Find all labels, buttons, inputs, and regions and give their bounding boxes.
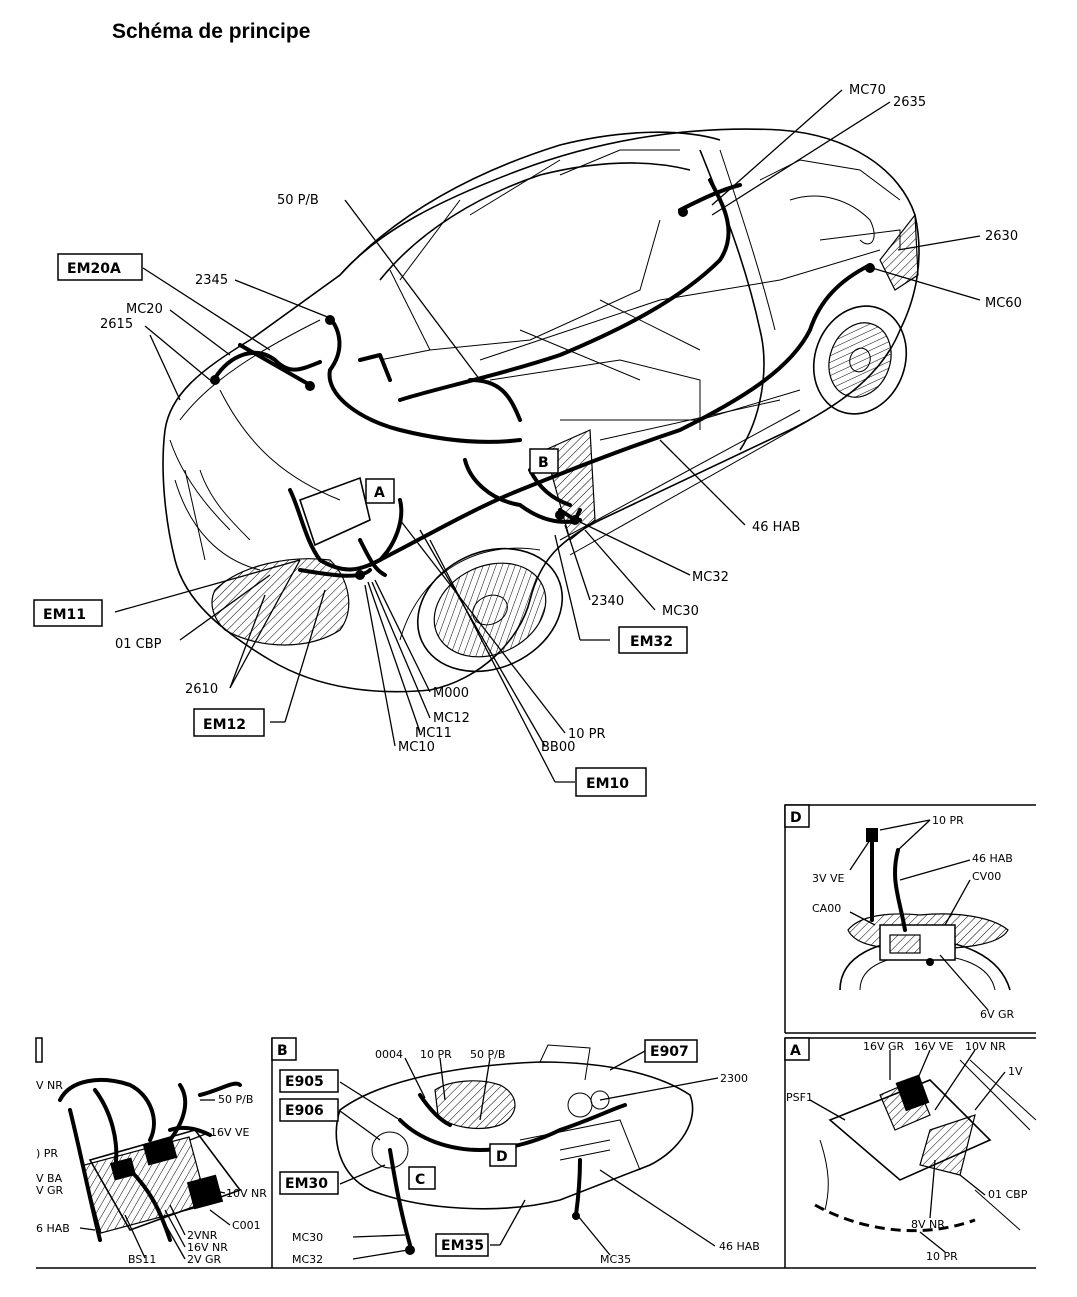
label-em11: EM11 [43, 607, 86, 623]
inset-c-label-v-ba: V BA [36, 1172, 63, 1185]
wiring-harness [210, 178, 875, 580]
label-em20a: EM20A [67, 261, 121, 277]
label-10-pr: 10 PR [568, 727, 606, 742]
inset-b-letter: B [277, 1043, 288, 1059]
label-a: A [374, 485, 385, 501]
inset-c-label-bs11: BS11 [128, 1253, 156, 1266]
box-em10 [575, 767, 647, 797]
inset-b-label-mc35: MC35 [600, 1253, 631, 1266]
label-mc11: MC11 [415, 726, 452, 741]
label-b: B [538, 455, 549, 471]
box-b [529, 448, 559, 474]
inset-b-label-mc32: MC32 [292, 1253, 323, 1266]
box-em12 [193, 708, 265, 737]
leader-lines [114, 89, 981, 783]
inset-c-label-16v-nr: 16V NR [187, 1241, 228, 1254]
inset-c-label-pr: ) PR [36, 1147, 58, 1160]
inset-a-label-psf1: PSF1 [786, 1091, 813, 1104]
page-title: Schéma de principe [112, 20, 311, 43]
inset-c-label-c001: C001 [232, 1219, 261, 1232]
inset-b-label-c: C [415, 1172, 425, 1188]
inset-b-label-d: D [496, 1149, 508, 1165]
box-em11 [33, 599, 103, 627]
label-mc70: MC70 [849, 83, 886, 98]
inset-d-label-10-pr: 10 PR [932, 814, 964, 827]
label-em10: EM10 [586, 776, 629, 792]
inset-d-label-cv00: CV00 [972, 870, 1001, 883]
label-mc32: MC32 [692, 570, 729, 585]
inset-d: D 10 PR 3V VE 46 HAB CV00 CA00 6V GR [784, 804, 1036, 1034]
inset-b-label-50-pb: 50 P/B [470, 1048, 505, 1061]
label-mc60: MC60 [985, 296, 1022, 311]
box-a [365, 478, 395, 504]
box-em20a [57, 253, 143, 281]
inset-b-label-2300: 2300 [720, 1072, 748, 1085]
inset-b-label-mc30: MC30 [292, 1231, 323, 1244]
inset-b-label-0004: 0004 [375, 1048, 403, 1061]
inset-b-letter-box [271, 1037, 297, 1061]
inset-d-letter-box [784, 804, 810, 828]
inset-b-label-e906: E906 [285, 1103, 324, 1119]
label-2630: 2630 [985, 229, 1018, 244]
inset-c-label-2v-gr: 2V GR [187, 1253, 222, 1266]
inset-b: B D C 0004 10 PR 50 [271, 1037, 760, 1266]
car-body [162, 128, 920, 693]
label-mc30: MC30 [662, 604, 699, 619]
inset-d-label-6v-gr: 6V GR [980, 1008, 1015, 1021]
inset-c-label-50-pb: 50 P/B [218, 1093, 253, 1106]
label-46-hab: 46 HAB [752, 520, 800, 535]
inset-a-label-8v-nr: 8V NR [911, 1218, 945, 1231]
label-01-cbp: 01 CBP [115, 637, 162, 652]
label-mc10: MC10 [398, 740, 435, 755]
label-2615: 2615 [100, 317, 133, 332]
bottom-strip [36, 1038, 1036, 1269]
inset-c-label-v-gr: V GR [36, 1184, 64, 1197]
inset-c-label-10v-nr: 10V NR [226, 1187, 267, 1200]
box-em32 [618, 626, 688, 654]
inset-a-label-16v-ve: 16V VE [914, 1040, 954, 1053]
inset-d-letter: D [790, 810, 802, 826]
label-2340: 2340 [591, 594, 624, 609]
inset-a-label-10-pr: 10 PR [926, 1250, 958, 1263]
label-em12: EM12 [203, 717, 246, 733]
label-2345: 2345 [195, 273, 228, 288]
inset-c-label-16v-ve: 16V VE [210, 1126, 250, 1139]
inset-a-letter: A [790, 1043, 801, 1059]
main-labels: MC70 2635 50 P/B 2630 EM20A 2345 MC60 MC… [33, 83, 1022, 797]
inset-b-label-46-hab: 46 HAB [719, 1240, 760, 1253]
inset-c-label-2vnr: 2VNR [187, 1229, 218, 1242]
inset-a-label-10v-nr: 10V NR [965, 1040, 1006, 1053]
label-mc12: MC12 [433, 711, 470, 726]
inset-c-label-6-hab: 6 HAB [36, 1222, 70, 1235]
inset-a-label-1v: 1V [1008, 1065, 1023, 1078]
inset-b-label-e905: E905 [285, 1074, 324, 1090]
label-2610: 2610 [185, 682, 218, 697]
inset-c-label-v-nr: V NR [36, 1079, 63, 1092]
inset-b-label-e907: E907 [650, 1044, 689, 1060]
label-bb00: BB00 [541, 740, 575, 755]
inset-d-label-46-hab: 46 HAB [972, 852, 1013, 865]
inset-d-label-ca00: CA00 [812, 902, 841, 915]
inset-a-letter-box [784, 1037, 810, 1061]
inset-b-label-10-pr: 10 PR [420, 1048, 452, 1061]
label-em32: EM32 [630, 634, 673, 650]
inset-a-label-16v-gr: 16V GR [863, 1040, 905, 1053]
label-m000: M000 [433, 686, 469, 701]
label-50-pb: 50 P/B [277, 193, 319, 208]
inset-a-label-01-cbp: 01 CBP [988, 1188, 1028, 1201]
inset-d-label-3v-ve: 3V VE [812, 872, 845, 885]
inset-b-label-em35: EM35 [441, 1238, 484, 1254]
inset-c: V NR 50 P/B ) PR 16V VE V BA V GR 10V NR… [35, 1037, 267, 1266]
label-2635: 2635 [893, 95, 926, 110]
inset-b-label-em30: EM30 [285, 1176, 328, 1192]
inset-a: A 16V GR 16V VE 10V NR 1V PSF1 01 CBP 8V… [784, 1037, 1037, 1263]
label-mc20: MC20 [126, 302, 163, 317]
